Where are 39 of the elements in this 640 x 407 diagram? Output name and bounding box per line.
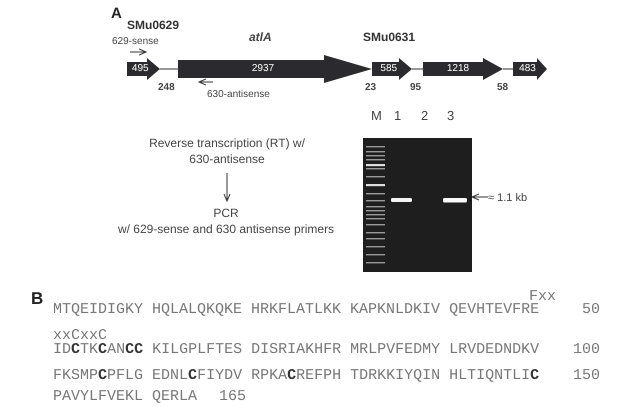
connecting-line xyxy=(160,68,178,70)
length-label: 248 xyxy=(158,82,175,93)
lane-label: 3 xyxy=(447,108,454,123)
pointer-arrow xyxy=(472,194,488,200)
step-text: w/ 629-sense and 630 antisense primers xyxy=(116,221,336,237)
residue-number: 50 xyxy=(582,301,600,318)
primer-label: 629-sense xyxy=(112,36,159,47)
gene-name: SMu0631 xyxy=(363,30,416,44)
arrow xyxy=(224,172,230,202)
sequence-line: FKSMPCPFLG EDNLCFIYDV RPKACREFPH TDRKKIYQIN HLTIQNTLIC xyxy=(53,367,540,384)
residue-number: 150 xyxy=(573,367,600,384)
gene-symbol: 495 xyxy=(127,58,160,80)
sequence-line: MTQEIDIGKY HQLALQKQKE HRKFLATLKK KAPKNLDKIV QEVHTEVFRE xyxy=(53,301,540,318)
gene-symbol: 2937 xyxy=(178,55,372,83)
length-label: 23 xyxy=(365,82,376,93)
primer-label: 630-antisense xyxy=(207,89,270,100)
lane-label: 1 xyxy=(394,108,402,123)
length-label: 95 xyxy=(410,82,422,93)
sequence-line: IDCTKCANCC KILGPLFTES DISRIAKHFR MRLPVFEDMY LRVDEDNDKV xyxy=(53,341,540,358)
connecting-line xyxy=(502,68,514,70)
gene-name: SMu0629 xyxy=(127,18,180,32)
step-text: PCR xyxy=(212,205,240,221)
gene-symbol: 1218 xyxy=(423,58,503,80)
panel-letter: B xyxy=(31,289,44,309)
gel-photo xyxy=(363,138,472,272)
gene-name: atlA xyxy=(249,30,272,44)
sequence-line: PAVYLFVEKL QERLA xyxy=(53,388,198,405)
residue-number: 165 xyxy=(219,388,246,405)
gene-symbol: 585 xyxy=(372,58,412,80)
lane-label: 2 xyxy=(421,108,428,123)
motif-annotation: xxCxxC xyxy=(53,327,108,344)
gene-symbol: 483 xyxy=(513,58,547,80)
panel-letter: A xyxy=(111,5,122,22)
residue-number: 100 xyxy=(573,341,600,358)
step-text: Reverse transcription (RT) w/ 630-antisense xyxy=(148,135,306,167)
connecting-line xyxy=(412,68,424,70)
size-label: ≈ 1.1 kb xyxy=(488,191,528,206)
lane-label: M xyxy=(371,108,382,123)
length-label: 58 xyxy=(497,82,508,93)
